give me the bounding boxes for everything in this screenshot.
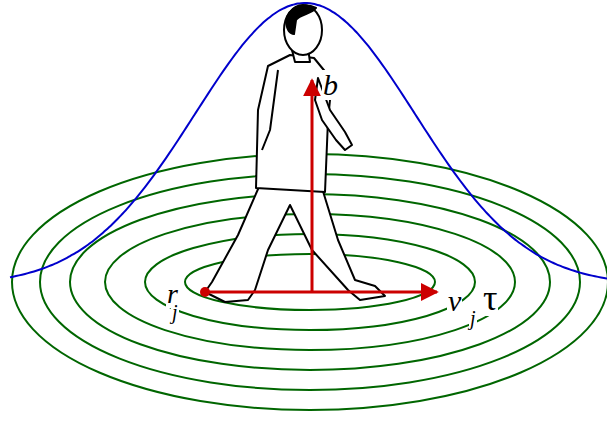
subscript: j [171, 302, 179, 322]
back-arm [262, 70, 278, 150]
head [284, 5, 322, 55]
vector-label: v [447, 286, 462, 316]
vector-label: b [322, 70, 339, 100]
time-symbol: τ [482, 280, 498, 316]
shirt [256, 55, 332, 192]
ring [12, 154, 607, 410]
position-dot [200, 287, 210, 297]
hair [286, 5, 316, 34]
walking-person [205, 5, 385, 302]
potential-rings [12, 154, 607, 410]
ring [40, 174, 580, 390]
ring [145, 234, 475, 330]
legs [205, 180, 385, 302]
subscript: j [469, 308, 477, 328]
b-arrow [311, 80, 314, 292]
velocity-arrow [205, 291, 437, 294]
